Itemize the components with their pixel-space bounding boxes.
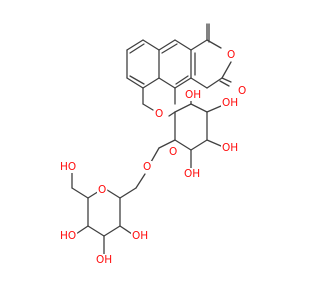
bond — [142, 103, 154, 111]
bond — [103, 225, 121, 237]
ether-o-link: O — [143, 161, 151, 173]
bond — [158, 139, 176, 149]
bond — [129, 75, 145, 85]
bond — [174, 103, 192, 113]
oh-sugar2-c: OH — [132, 230, 148, 242]
label-knockout — [168, 146, 179, 158]
bond — [219, 80, 230, 87]
label-knockout — [184, 89, 203, 101]
bond — [119, 187, 137, 199]
bond — [221, 61, 232, 79]
bond — [190, 139, 208, 151]
atom-label-layer: O O OH O O OH OH OH O O HO HO OH OH — [59, 49, 248, 266]
bond — [221, 77, 232, 83]
bond — [174, 77, 192, 89]
hydroxyl-upper: OH — [185, 89, 201, 101]
ring-o-sugar2: O — [98, 184, 106, 196]
oh-sugar1-b: OH — [222, 142, 238, 154]
ring-o-lactone: O — [227, 49, 235, 61]
bond — [158, 39, 176, 51]
bond — [75, 225, 89, 235]
bond — [190, 39, 208, 51]
bond — [158, 77, 176, 89]
label-knockout — [59, 161, 78, 173]
label-knockout — [131, 230, 150, 242]
label-knockout — [221, 142, 240, 154]
label-knockout — [183, 168, 202, 180]
bond — [150, 147, 160, 163]
label-knockout — [59, 230, 78, 242]
bond — [206, 105, 222, 113]
bond — [87, 225, 105, 237]
label-knockout — [154, 108, 165, 120]
bond — [129, 43, 145, 54]
label-knockout — [142, 161, 153, 173]
label-knockout — [226, 49, 237, 61]
bond-layer — [71, 23, 232, 255]
bond — [206, 139, 222, 147]
label-knockout — [221, 97, 240, 109]
bond — [174, 139, 192, 151]
bond — [119, 225, 133, 235]
bond — [142, 77, 160, 89]
bond — [174, 39, 192, 51]
oh-sugar1-c: OH — [184, 168, 200, 180]
bond — [126, 39, 144, 51]
structure-canvas: O O OH O O OH OH OH O O HO HO OH OH — [59, 23, 248, 266]
oh-sugar1-a: OH — [222, 97, 238, 109]
bond — [71, 187, 89, 199]
bond — [126, 77, 144, 89]
ring-o-sugar1: O — [169, 146, 177, 158]
bond — [142, 39, 160, 51]
label-knockout — [97, 184, 108, 196]
oh-sugar2-b: OH — [96, 254, 112, 266]
ho-ch2: HO — [60, 161, 76, 173]
label-knockout — [237, 85, 248, 97]
label-knockout — [95, 254, 114, 266]
ho-sugar2-a: HO — [60, 230, 76, 242]
bond — [190, 103, 208, 113]
bond — [190, 77, 208, 89]
bond — [161, 43, 178, 54]
bond — [168, 111, 176, 117]
carbonyl-o: O — [238, 85, 246, 97]
molecule-drawing: O O OH O O OH OH OH O O HO HO OH OH — [59, 23, 248, 266]
bond — [175, 75, 189, 85]
ether-o-aryl: O — [155, 108, 163, 120]
bond — [206, 77, 223, 89]
bond — [135, 173, 146, 189]
